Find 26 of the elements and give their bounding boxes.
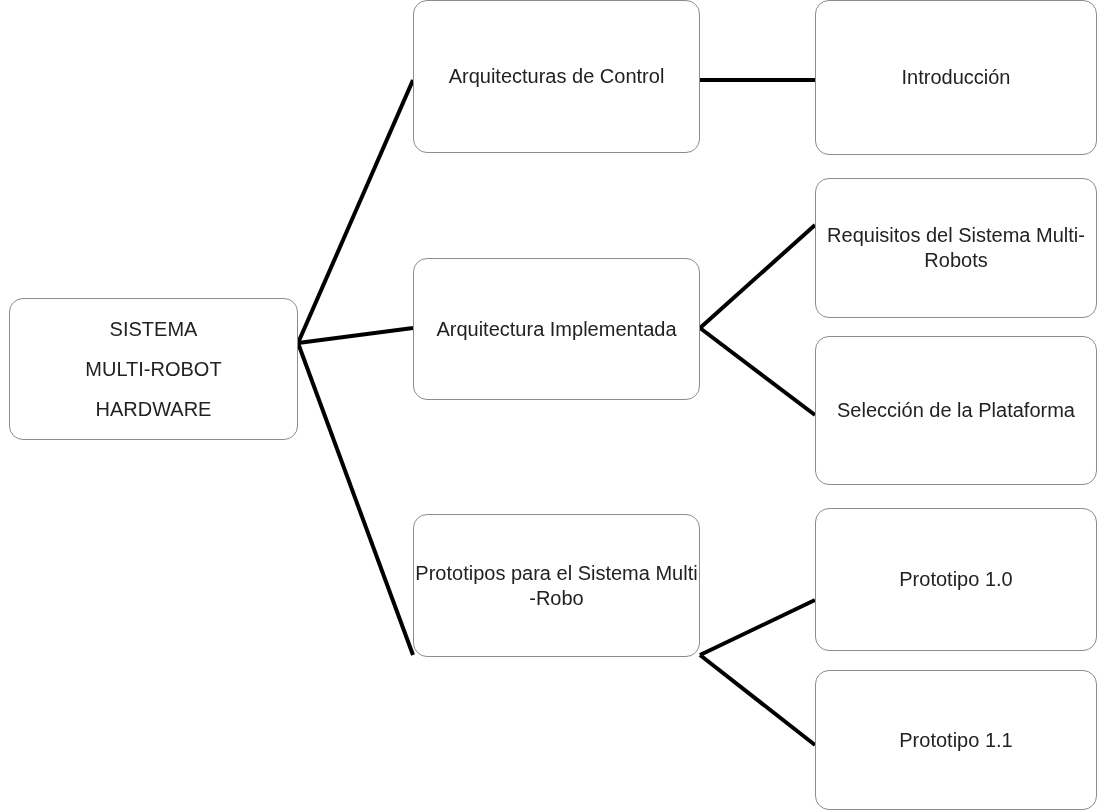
connector-line <box>699 598 816 657</box>
connector-line <box>700 78 815 82</box>
rounded-box <box>815 670 1097 810</box>
connector-line <box>297 326 414 345</box>
box-label: Requisitos del Sistema Multi-Robots <box>826 223 1086 273</box>
box-label: Arquitecturas de Control <box>448 64 665 89</box>
rounded-box <box>413 514 700 657</box>
connector-line <box>296 79 415 344</box>
box-label: Selección de la Plataforma <box>837 398 1075 423</box>
rounded-box <box>413 258 700 400</box>
box-label: Arquitectura Implementada <box>436 316 677 342</box>
rounded-box <box>9 298 298 440</box>
rounded-box <box>413 0 700 153</box>
rounded-box <box>815 178 1097 318</box>
box-label: Prototipos para el Sistema Multi -Robo <box>414 560 699 611</box>
connector-line <box>296 342 415 656</box>
connector-line <box>698 223 817 330</box>
connector-line <box>698 653 817 747</box>
rounded-box <box>815 508 1097 651</box>
rounded-box <box>815 0 1097 155</box>
connector-line <box>698 326 817 417</box>
box-label: SISTEMA MULTI-ROBOT HARDWARE <box>84 317 223 422</box>
box-label: Prototipo 1.1 <box>899 727 1013 753</box>
box-label: Introducción <box>901 65 1011 90</box>
box-label: Prototipo 1.0 <box>899 567 1013 592</box>
rounded-box <box>815 336 1097 485</box>
